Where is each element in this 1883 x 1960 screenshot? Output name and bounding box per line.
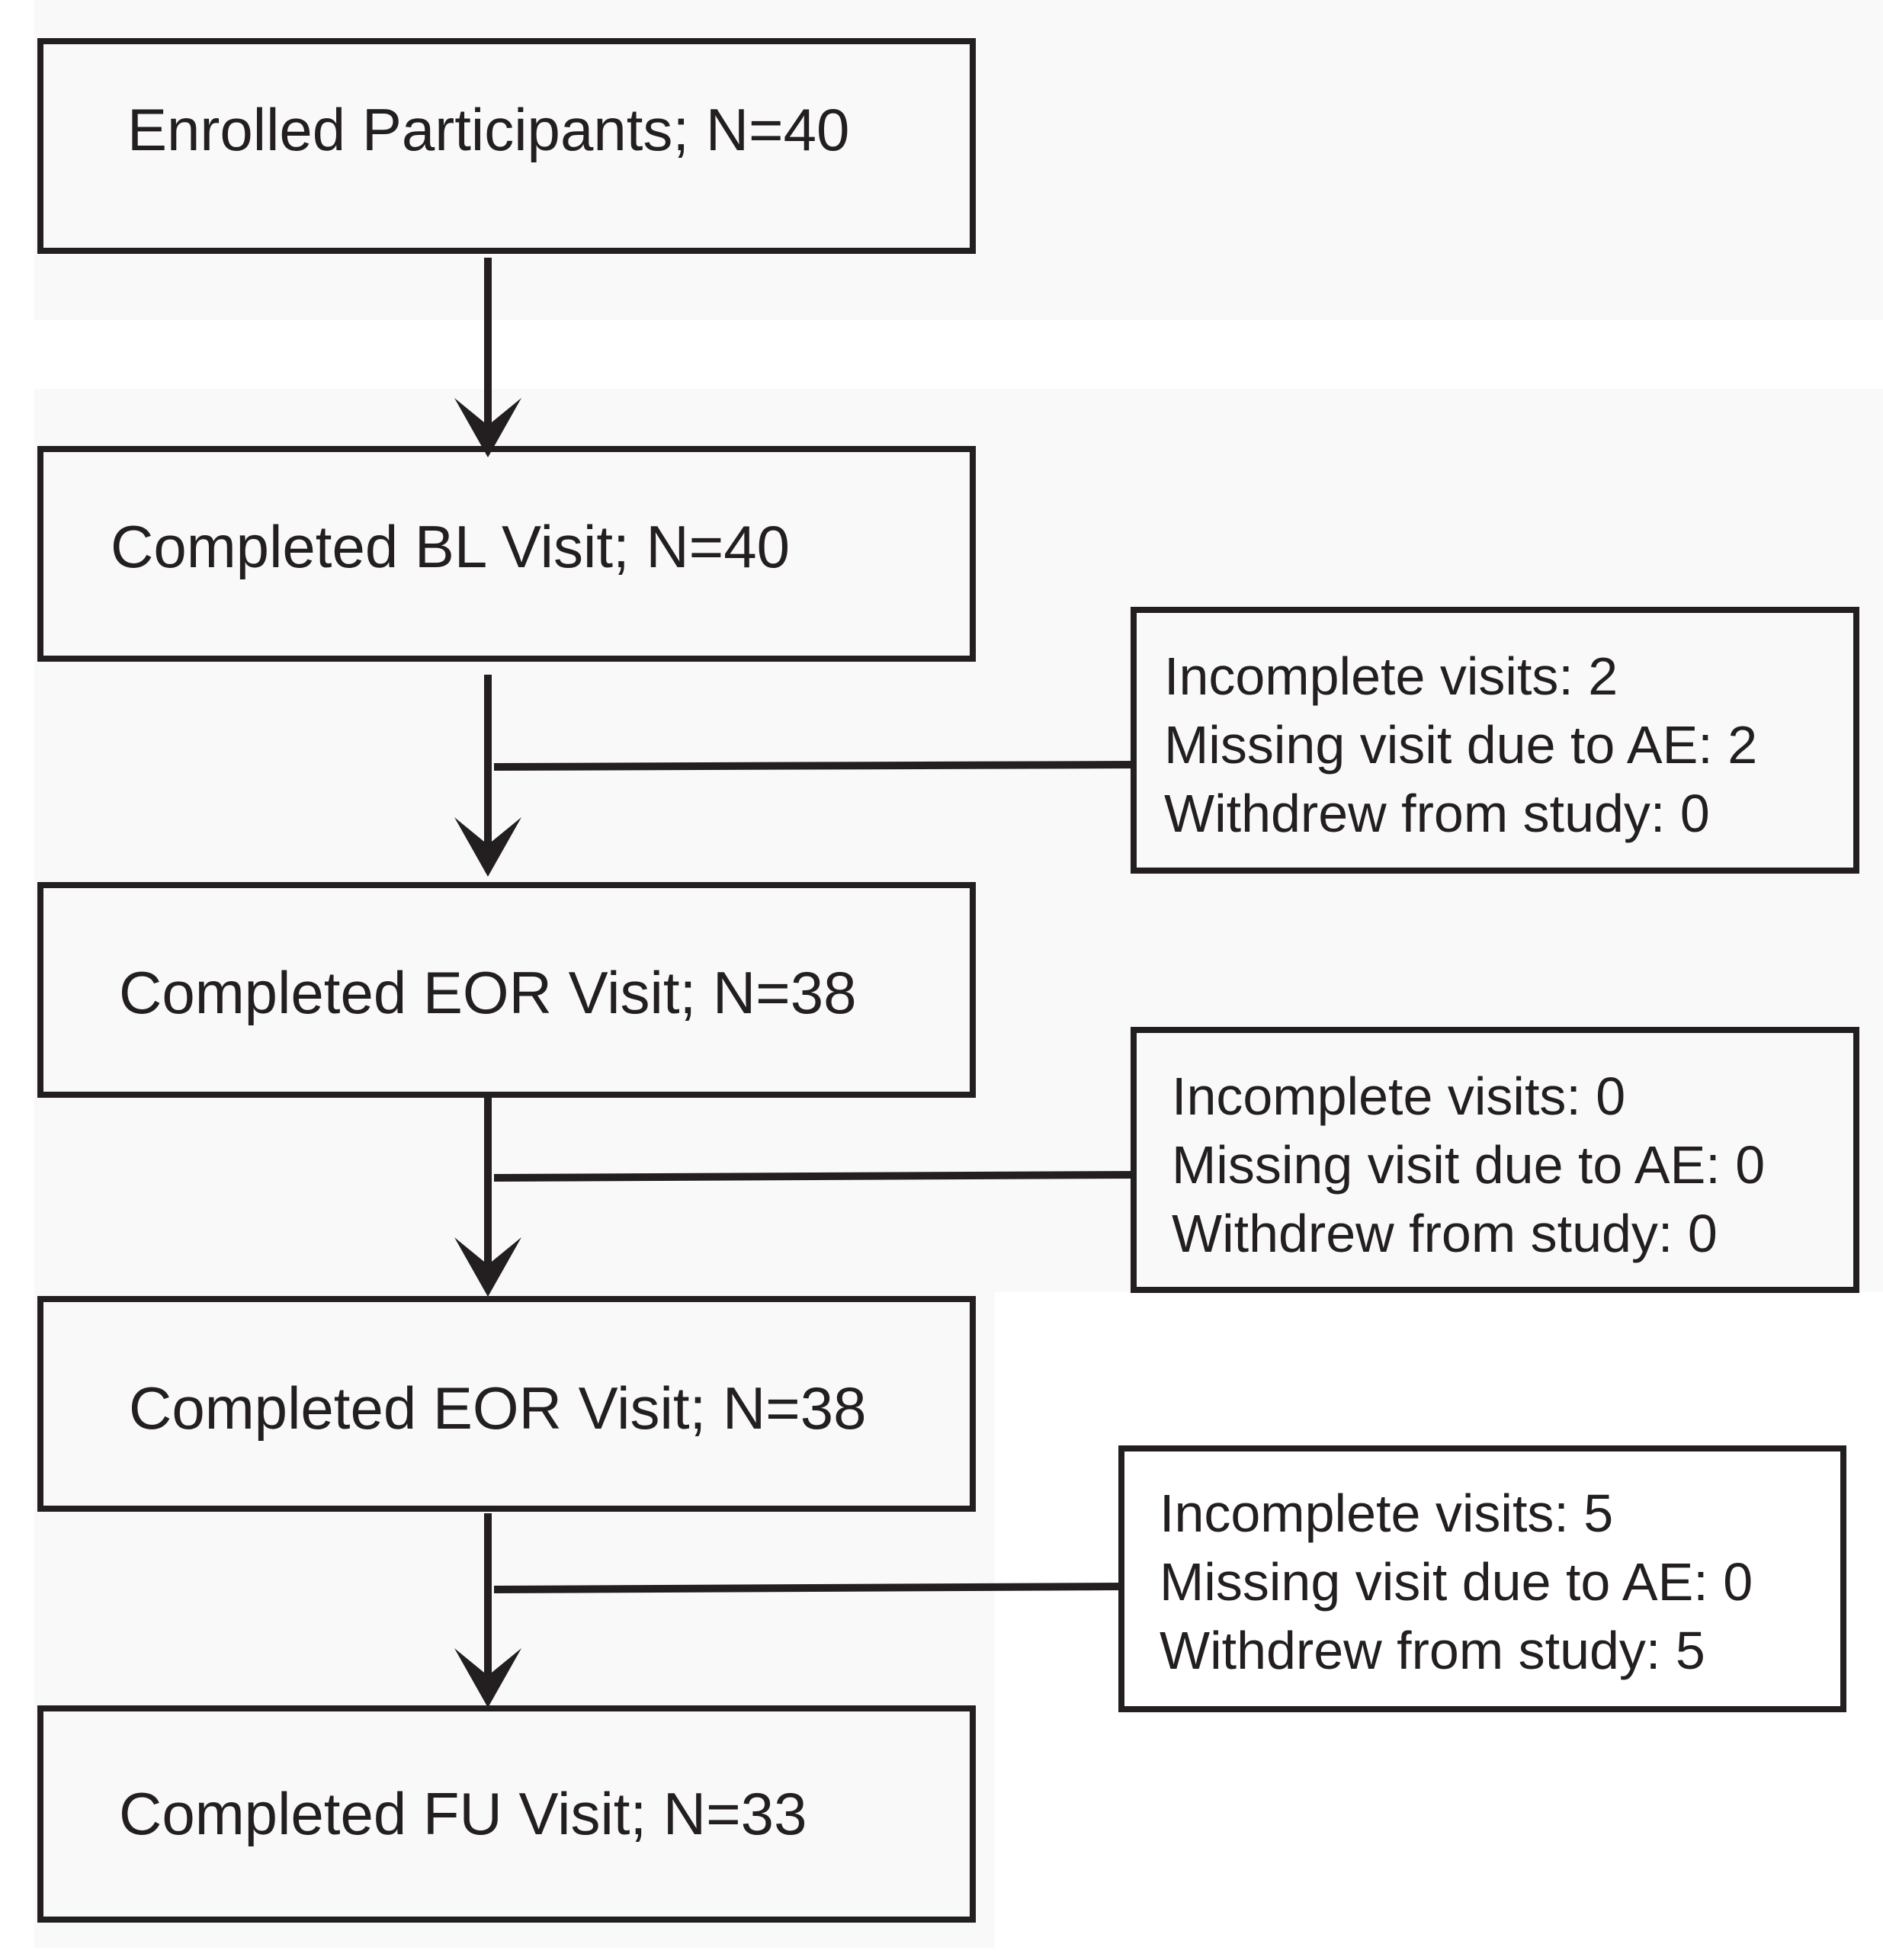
branch-line-2 — [493, 1171, 1135, 1182]
missing-visit-ae-text: Missing visit due to AE: 0 — [1172, 1135, 1766, 1195]
side-note-box-2: Incomplete visits: 0 Missing visit due t… — [1131, 1027, 1859, 1293]
arrow-head-1 — [454, 398, 521, 457]
missing-visit-ae-text: Missing visit due to AE: 0 — [1160, 1552, 1753, 1612]
flow-box-fu-visit: Completed FU Visit; N=33 — [37, 1705, 976, 1923]
incomplete-visits-text: Incomplete visits: 2 — [1164, 646, 1618, 706]
background-panel-top — [34, 0, 1883, 320]
arrow-head-2 — [454, 817, 521, 877]
withdrew-text: Withdrew from study: 0 — [1172, 1204, 1718, 1263]
background-panel-lower — [34, 1292, 995, 1948]
missing-visit-ae-text: Missing visit due to AE: 2 — [1164, 715, 1758, 775]
branch-line-3 — [493, 1583, 1123, 1593]
flow-box-eor-visit-1: Completed EOR Visit; N=38 — [37, 882, 976, 1098]
side-note-box-3: Incomplete visits: 5 Missing visit due t… — [1118, 1445, 1846, 1712]
flow-box-eor-visit-2: Completed EOR Visit; N=38 — [37, 1296, 976, 1512]
flow-box-label: Completed EOR Visit; N=38 — [129, 1375, 867, 1442]
background-panel-upper — [34, 389, 1883, 1292]
flow-box-label: Completed EOR Visit; N=38 — [119, 959, 857, 1026]
arrow-head-4 — [454, 1648, 521, 1708]
arrow-head-3 — [454, 1237, 521, 1297]
incomplete-visits-text: Incomplete visits: 0 — [1172, 1067, 1626, 1126]
withdrew-text: Withdrew from study: 0 — [1164, 784, 1710, 843]
flow-box-label: Completed FU Visit; N=33 — [119, 1780, 807, 1847]
withdrew-text: Withdrew from study: 5 — [1160, 1621, 1705, 1680]
flow-box-enrolled: Enrolled Participants; N=40 — [37, 38, 976, 254]
flow-box-bl-visit: Completed BL Visit; N=40 — [37, 446, 976, 662]
incomplete-visits-text: Incomplete visits: 5 — [1160, 1484, 1614, 1543]
side-note-text: Incomplete visits: 2 Missing visit due t… — [1164, 642, 1757, 848]
side-note-text: Incomplete visits: 0 Missing visit due t… — [1172, 1062, 1765, 1268]
branch-line-1 — [493, 761, 1135, 771]
side-note-text: Incomplete visits: 5 Missing visit due t… — [1160, 1479, 1753, 1685]
flow-box-label: Enrolled Participants; N=40 — [127, 96, 850, 163]
side-note-box-1: Incomplete visits: 2 Missing visit due t… — [1131, 607, 1859, 874]
flow-box-label: Completed BL Visit; N=40 — [111, 513, 790, 580]
